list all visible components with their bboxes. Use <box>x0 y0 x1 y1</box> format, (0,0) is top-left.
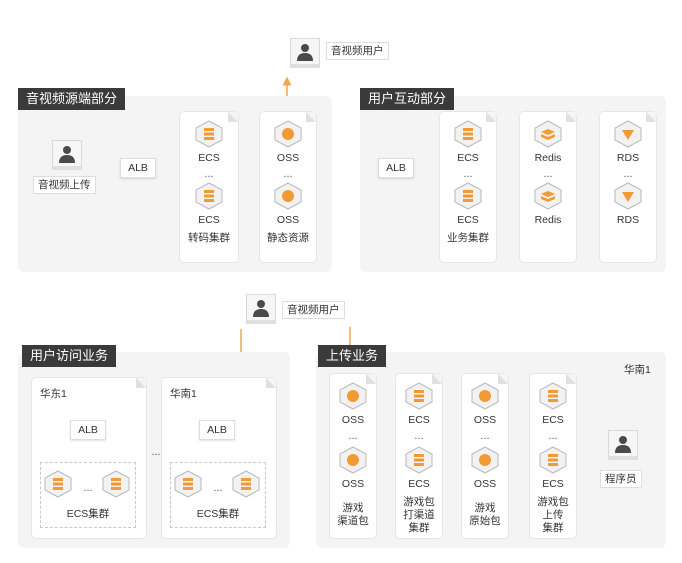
redis-card: Redis ... Redis <box>520 112 576 262</box>
rds-card: RDS ... RDS <box>600 112 656 262</box>
ecs-icon <box>539 446 567 474</box>
game-upload-cluster-card: ECS ... ECS 游戏包 上传 集群 <box>530 374 576 538</box>
dots: ... <box>548 430 558 442</box>
region-east1-card: 华东1 <box>32 378 146 538</box>
game-original-pkg-label: 游戏 原始包 <box>469 502 501 527</box>
programmer-avatar <box>608 430 638 460</box>
dots: ... <box>204 168 214 180</box>
programmer-label: 程序员 <box>600 470 642 488</box>
region-south1-card: 华南1 <box>162 378 276 538</box>
region-dots: ... <box>151 446 161 458</box>
oss-icon <box>274 120 302 148</box>
ecs-cluster-label-east1: ECS集群 <box>66 508 110 520</box>
alb-source: ALB <box>120 158 156 178</box>
ecs-label: ECS <box>408 478 430 490</box>
dots: ... <box>414 430 424 442</box>
game-upload-cluster-label: 游戏包 上传 集群 <box>537 496 569 534</box>
oss-label: OSS <box>341 478 365 490</box>
person-icon <box>59 146 75 163</box>
redis-icon <box>534 182 562 210</box>
ecs-icon <box>405 382 433 410</box>
ecs-label: ECS <box>542 414 564 426</box>
user-avatar-mid <box>246 294 276 324</box>
oss-label: OSS <box>473 414 497 426</box>
game-pack-channel-cluster-card: ECS ... ECS 游戏包 打渠道 集群 <box>396 374 442 538</box>
ecs-icon <box>102 470 130 498</box>
dots: ... <box>480 430 490 442</box>
person-icon <box>615 436 631 453</box>
oss-icon <box>339 446 367 474</box>
ecs-icon <box>454 120 482 148</box>
dots: ... <box>348 430 358 442</box>
redis-icon <box>534 120 562 148</box>
rds-icon <box>614 120 642 148</box>
mid-user-label: 音视频用户 <box>282 301 345 319</box>
static-resource-label: 静态资源 <box>267 232 309 244</box>
ecs-label: ECS <box>542 478 564 490</box>
dots: ... <box>463 168 473 180</box>
business-cluster-card: ECS ... ECS 业务集群 <box>440 112 496 262</box>
dots: ... <box>623 168 633 180</box>
rds-label: RDS <box>616 152 640 164</box>
ecs-label: ECS <box>457 214 479 226</box>
ecs-cluster-south1 <box>170 462 266 528</box>
rds-label: RDS <box>616 214 640 226</box>
alb-south1: ALB <box>199 420 235 440</box>
dots: ... <box>543 168 553 180</box>
game-channel-pkg-label: 游戏 渠道包 <box>337 502 369 527</box>
upload-user-label: 音视频上传 <box>33 176 96 194</box>
game-channel-pkg-card: OSS ... OSS 游戏 渠道包 <box>330 374 376 538</box>
top-user-label: 音视频用户 <box>326 42 389 60</box>
ecs-label: ECS <box>457 152 479 164</box>
ecs-cluster-label-south1: ECS集群 <box>196 508 240 520</box>
ecs-icon <box>195 182 223 210</box>
interaction-title: 用户互动部分 <box>360 88 455 110</box>
rds-icon <box>614 182 642 210</box>
ecs-label: ECS <box>198 152 220 164</box>
dots: ... <box>83 482 93 494</box>
audio-source-title: 音视频源端部分 <box>18 88 126 110</box>
access-title: 用户访问业务 <box>22 345 117 367</box>
redis-label: Redis <box>534 214 562 226</box>
person-icon <box>253 300 269 317</box>
person-icon <box>297 44 313 61</box>
upload-title: 上传业务 <box>318 345 387 367</box>
game-pack-channel-label: 游戏包 打渠道 集群 <box>403 496 435 534</box>
alb-east1: ALB <box>70 420 106 440</box>
oss-icon <box>471 382 499 410</box>
ecs-icon <box>44 470 72 498</box>
ecs-icon <box>232 470 260 498</box>
user-avatar-top <box>290 38 320 68</box>
south1-label: 华南1 <box>170 388 197 400</box>
upload-user-avatar <box>52 140 82 170</box>
oss-icon <box>471 446 499 474</box>
oss-label: OSS <box>276 152 300 164</box>
ecs-icon <box>539 382 567 410</box>
ecs-label: ECS <box>198 214 220 226</box>
south1-upload-label: 华南1 <box>624 364 651 376</box>
ecs-label: ECS <box>408 414 430 426</box>
oss-label: OSS <box>276 214 300 226</box>
oss-icon <box>339 382 367 410</box>
transcode-cluster-label: 转码集群 <box>188 232 230 244</box>
dots: ... <box>213 482 223 494</box>
business-cluster-label: 业务集群 <box>447 232 489 244</box>
dots: ... <box>283 168 293 180</box>
oss-label: OSS <box>341 414 365 426</box>
ecs-icon <box>195 120 223 148</box>
ecs-icon <box>405 446 433 474</box>
oss-icon <box>274 182 302 210</box>
ecs-cluster-east1 <box>40 462 136 528</box>
transcode-cluster-card: ECS ... ECS 转码集群 <box>180 112 238 262</box>
ecs-icon <box>454 182 482 210</box>
east1-label: 华东1 <box>40 388 67 400</box>
game-original-pkg-card: OSS ... OSS 游戏 原始包 <box>462 374 508 538</box>
ecs-icon <box>174 470 202 498</box>
redis-label: Redis <box>534 152 562 164</box>
alb-interaction: ALB <box>378 158 414 178</box>
static-resource-card: OSS ... OSS 静态资源 <box>260 112 316 262</box>
oss-label: OSS <box>473 478 497 490</box>
